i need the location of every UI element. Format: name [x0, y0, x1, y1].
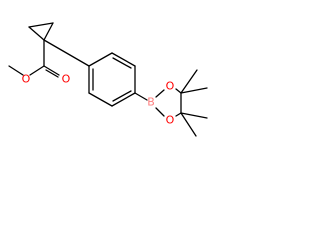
- benzene-bond-2: [111, 52, 136, 67]
- atom-label-layer: O O B O O: [22, 73, 175, 127]
- bond-layer: [8, 22, 208, 137]
- lower-carbon-methyl-1: [180, 112, 208, 119]
- upper-carbon-methyl-2: [180, 87, 208, 94]
- carbonyl-double-bond-b: [45, 69, 59, 78]
- ring-to-boron-bond: [134, 92, 148, 101]
- upper-boronate-oxygen-label: O: [166, 80, 175, 93]
- upper-carbon-methyl-1: [180, 69, 198, 94]
- lower-boronate-oxygen-label: O: [166, 114, 175, 127]
- carbonyl-to-ester-oxygen-bond: [29, 65, 45, 76]
- benzene-bond-4: [111, 92, 136, 107]
- upper-oxygen-to-carbon-bond: [175, 88, 182, 94]
- cyclopropane-bond-right: [43, 22, 54, 41]
- boron-to-lower-oxygen-bond: [155, 107, 165, 117]
- benzene-bond-5: [88, 92, 113, 107]
- cyclopropane-bond-left: [28, 26, 45, 41]
- quaternary-to-ring-bond: [43, 39, 90, 67]
- benzene-bond-1: [88, 52, 113, 67]
- lower-carbon-methyl-2: [180, 112, 197, 137]
- carbonyl-double-bond-a: [43, 65, 60, 76]
- benzene-inner-bond-b: [112, 90, 132, 102]
- boron-label: B: [147, 96, 155, 109]
- boron-to-upper-oxygen-bond: [155, 89, 165, 98]
- carbonyl-oxygen-label: O: [62, 73, 71, 86]
- ester-oxygen-to-methyl-bond: [8, 65, 24, 76]
- structure-diagram: O O B O O: [8, 22, 208, 137]
- cyclopropane-bond-top: [28, 22, 54, 28]
- lower-oxygen-to-carbon-bond: [175, 112, 182, 117]
- benzene-inner-bond-a: [112, 57, 132, 69]
- ester-oxygen-label: O: [22, 73, 31, 86]
